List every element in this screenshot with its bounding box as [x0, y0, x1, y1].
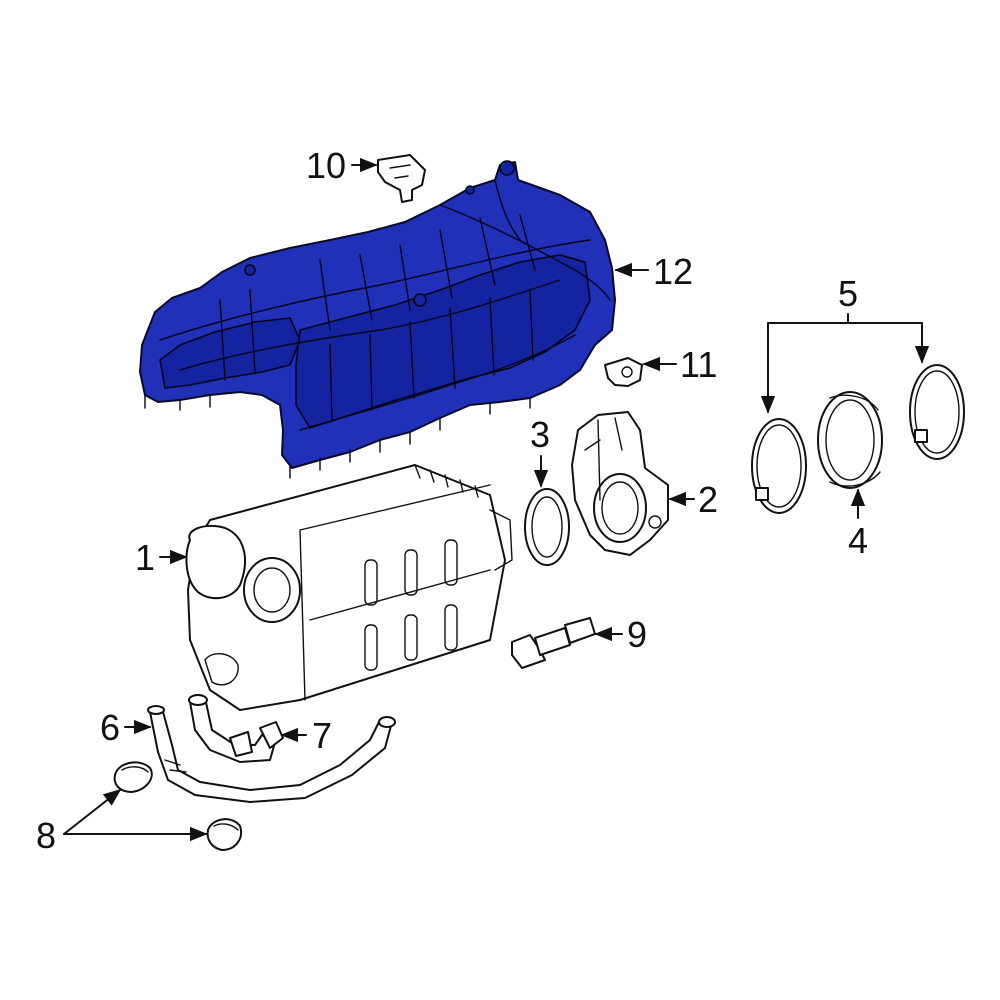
callout-1: 1 [135, 537, 188, 578]
callout-8-arrow-upper [63, 788, 122, 835]
callout-11-label: 11 [680, 344, 717, 385]
callout-11: 11 [642, 344, 717, 385]
callout-1-label: 1 [135, 537, 155, 578]
callout-8: 8 [36, 788, 208, 856]
callout-2-label: 2 [698, 479, 718, 520]
callout-7: 7 [280, 715, 332, 756]
clip-upper-part-8[interactable] [113, 761, 153, 793]
intake-manifold-part-12[interactable] [139, 160, 616, 479]
callout-12-label: 12 [653, 251, 693, 292]
sensor-part-9[interactable] [511, 617, 596, 669]
callout-5-bracket [767, 313, 923, 324]
callout-6: 6 [100, 707, 152, 748]
callout-6-label: 6 [100, 707, 120, 748]
gasket-part-3[interactable] [524, 488, 570, 566]
callout-9-label: 9 [627, 614, 647, 655]
sleeve-part-4[interactable] [817, 391, 883, 489]
clamp-right-part-5[interactable] [909, 364, 965, 460]
callout-12: 12 [614, 251, 693, 292]
clip-lower-part-8[interactable] [206, 818, 242, 851]
throttle-body-part-2[interactable] [571, 411, 669, 556]
hose-part-6[interactable] [147, 705, 396, 803]
callout-10: 10 [306, 145, 378, 186]
hose-part-7[interactable] [188, 694, 284, 763]
callout-4: 4 [848, 488, 868, 561]
callout-10-label: 10 [306, 145, 346, 186]
callout-3-label: 3 [530, 414, 550, 455]
callout-5-label: 5 [838, 273, 858, 314]
clamp-left-part-5[interactable] [751, 418, 807, 514]
callout-7-label: 7 [312, 715, 332, 756]
callout-2: 2 [668, 479, 718, 520]
charge-air-cooler-part-1[interactable] [185, 464, 513, 711]
callout-5: 5 [760, 273, 930, 414]
callout-3: 3 [530, 414, 550, 488]
sensor-part-11[interactable] [604, 357, 643, 387]
callout-9: 9 [594, 614, 647, 655]
sensor-bracket-part-10[interactable] [377, 154, 426, 203]
callout-4-label: 4 [848, 520, 868, 561]
callout-8-label: 8 [36, 815, 56, 856]
